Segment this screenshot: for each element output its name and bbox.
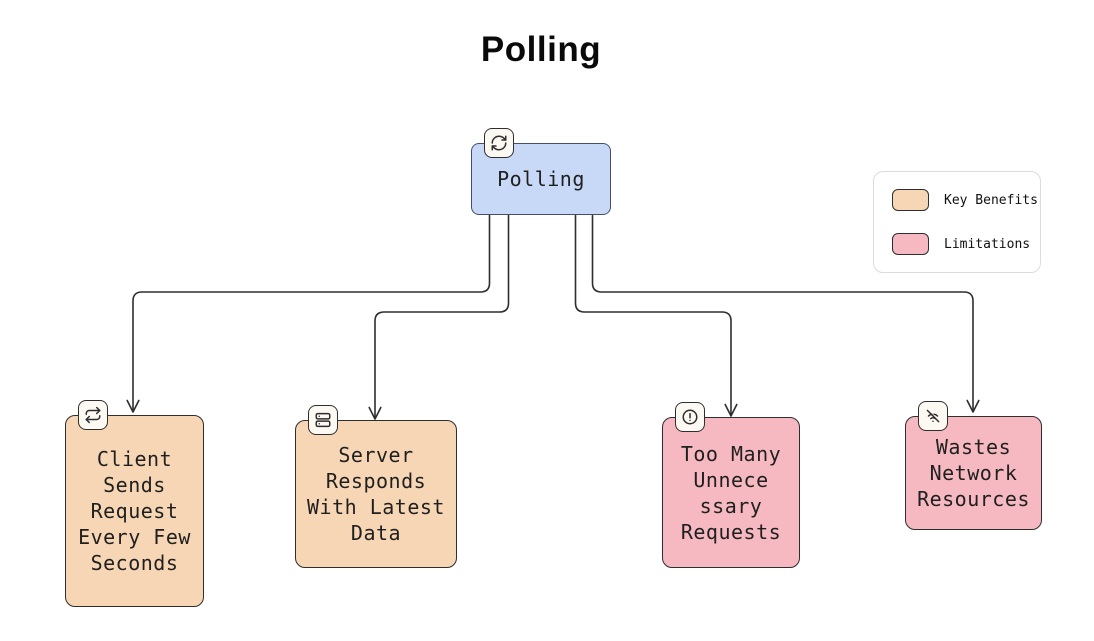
node-polling[interactable]: Polling [471,128,611,215]
repeat-icon [78,400,108,430]
node-client-sends-request[interactable]: Client Sends Request Every Few Seconds [65,400,204,607]
edge-polling-to-requests [574,214,732,416]
arrowhead-wastes [966,399,980,413]
node-server-label: Server Responds With Latest Data [307,443,445,545]
legend-item-limitations: Limitations [892,232,1030,256]
refresh-sync-icon [484,128,514,158]
arrowhead-server [368,406,382,420]
legend: Key Benefits Limitations [873,171,1041,273]
node-polling-label: Polling [497,167,585,191]
arrowhead-requests [724,403,738,417]
node-client-label: Client Sends Request Every Few Seconds [78,447,191,575]
legend-label-benefit: Key Benefits [944,192,1038,208]
edge-polling-to-server [374,214,510,419]
legend-item-key-benefits: Key Benefits [892,188,1038,212]
diagram-title: Polling [480,30,602,69]
wifi-off-icon [918,401,948,431]
server-icon [308,405,338,435]
legend-label-limitation: Limitations [944,236,1031,252]
edge-polling-to-client [132,214,491,412]
node-wastes-network[interactable]: Wastes Network Resources [905,401,1042,530]
legend-swatch-benefit [892,189,929,211]
node-too-many-requests[interactable]: Too Many Unnece ssary Requests [662,402,800,568]
node-server-responds[interactable]: Server Responds With Latest Data [295,405,457,568]
node-wastes-label: Wastes Network Resources [917,435,1030,511]
alert-circle-icon [675,402,705,432]
legend-swatch-limitation [892,233,929,255]
arrowhead-client [126,399,140,413]
node-requests-label: Too Many Unnece ssary Requests [680,441,782,544]
